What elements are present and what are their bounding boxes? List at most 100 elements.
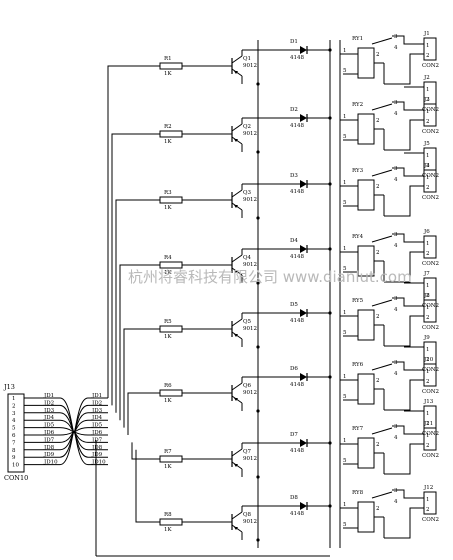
relay-pin-label: 5 [343, 330, 347, 336]
con2-part-label: CON2 [422, 453, 439, 459]
con2-part-label: CON2 [422, 517, 439, 523]
con2-ref-label: J7 [423, 271, 430, 277]
resistor-ref-label: R7 [164, 449, 172, 455]
con2-ref-label: J11 [423, 421, 433, 427]
transistor-ref-label: Q2 [243, 124, 251, 130]
relay-pin-label: 4 [394, 111, 398, 117]
con2-ref-label: J6 [423, 229, 430, 235]
contact-wire [392, 233, 424, 243]
resistor-ref-label: R6 [164, 383, 172, 389]
bus-label-left: JD10 [43, 460, 58, 466]
transistor-part-label: 9012 [243, 197, 257, 203]
bus-label-right: JD1 [91, 393, 102, 399]
diode-part-label: 4148 [290, 511, 304, 517]
relay-pin-label: 3 [394, 232, 398, 238]
resistor-value-label: 1K [164, 205, 172, 211]
transistor-ref-label: Q5 [243, 319, 252, 325]
relay-ref-label: RY8 [352, 490, 364, 496]
relay-ref-label: RY1 [352, 36, 363, 42]
relay-pin-label: 4 [394, 371, 398, 377]
connector-pin-label: 10 [12, 463, 19, 469]
relay-contact [371, 37, 393, 45]
resistor-ref-label: R8 [164, 512, 172, 518]
contact-wire [384, 185, 424, 217]
contact-wire [392, 297, 424, 307]
transistor-part-label: 9012 [243, 390, 257, 396]
con2-pin-label: 2 [426, 119, 430, 125]
bus-bundle-wire [59, 397, 89, 433]
relay-coil [357, 179, 375, 211]
relay-pin-label: 2 [376, 184, 380, 190]
con2-ref-label: J10 [423, 357, 434, 363]
connector-pin-label: 4 [12, 418, 16, 424]
contact-wire [384, 251, 424, 283]
con2-part-label: CON2 [422, 173, 439, 179]
con2-pin-label: 1 [426, 369, 430, 375]
relay-contact [371, 103, 393, 111]
watermark-text: 杭州将睿科技有限公司 www.dianlut.com [128, 268, 412, 286]
diode-body [300, 439, 307, 447]
channel-input-wire [123, 328, 160, 428]
con2-body [423, 235, 437, 259]
con2-pin-label: 2 [426, 315, 430, 321]
relay-pin-label: 2 [376, 506, 380, 512]
relay-coil [357, 47, 375, 79]
diode-body [300, 46, 307, 54]
diode-body [300, 309, 307, 317]
diode-ref-label: D1 [290, 39, 298, 45]
transistor-collector [231, 123, 243, 132]
relay-ref-label: RY6 [352, 362, 364, 368]
resistor-value-label: 1K [164, 334, 172, 340]
con2-pin-label: 2 [426, 379, 430, 385]
relay-pin-label: 5 [343, 522, 347, 528]
con2-part-label: CON2 [422, 63, 439, 69]
diode-ref-label: D4 [290, 238, 298, 244]
con2-pin-label: 1 [426, 433, 430, 439]
transistor-ref-label: Q4 [243, 255, 252, 261]
relay-pin-label: 3 [394, 360, 398, 366]
relay-pin-label: 4 [394, 435, 398, 441]
bus-label-right: JD7 [91, 437, 103, 443]
diode-ref-label: D7 [290, 432, 298, 438]
con2-ref-label: J2 [423, 75, 430, 81]
transistor-arrow [234, 139, 238, 142]
relay-pin-label: 4 [394, 243, 398, 249]
con2-pin-label: 2 [426, 163, 430, 169]
connector-ref-label: J13 [3, 383, 15, 391]
transistor-ref-label: Q7 [243, 449, 252, 455]
con2-part-label: CON2 [422, 367, 439, 373]
channel-input-wire [119, 264, 160, 421]
relay-coil [357, 113, 375, 145]
bus-label-left: JD8 [43, 445, 55, 451]
con2-body [423, 277, 437, 301]
resistor [159, 130, 183, 138]
connector-pin-label: 3 [12, 411, 16, 417]
contact-wire [384, 119, 424, 151]
con2-pin-label: 2 [426, 293, 430, 299]
relay-contact [371, 363, 393, 371]
contact-wire [384, 443, 424, 475]
relay-ref-label: RY3 [352, 168, 364, 174]
con2-pin-label: 1 [426, 241, 430, 247]
con2-pin-label: 1 [426, 305, 430, 311]
bus-label-left: JD9 [43, 452, 55, 458]
transistor-collector [231, 55, 243, 64]
diode-part-label: 4148 [290, 382, 304, 388]
contact-wire [384, 379, 424, 411]
relay-pin-label: 5 [343, 68, 347, 74]
relay-pin-label: 4 [394, 499, 398, 505]
contact-wire [392, 425, 424, 435]
con2-body [423, 37, 437, 61]
con2-ref-label: J12 [423, 485, 433, 491]
resistor-ref-label: R4 [164, 255, 172, 261]
relay-ref-label: RY4 [352, 234, 364, 240]
con2-pin-label: 1 [426, 175, 430, 181]
relay-pin-label: 2 [376, 250, 380, 256]
con2-part-label: CON2 [422, 107, 439, 113]
relay-pin-label: 5 [343, 134, 347, 140]
con2-pin-label: 2 [426, 185, 430, 191]
connector-pin-label: 8 [12, 448, 16, 454]
transistor-arrow [234, 71, 238, 74]
resistor [159, 325, 183, 333]
